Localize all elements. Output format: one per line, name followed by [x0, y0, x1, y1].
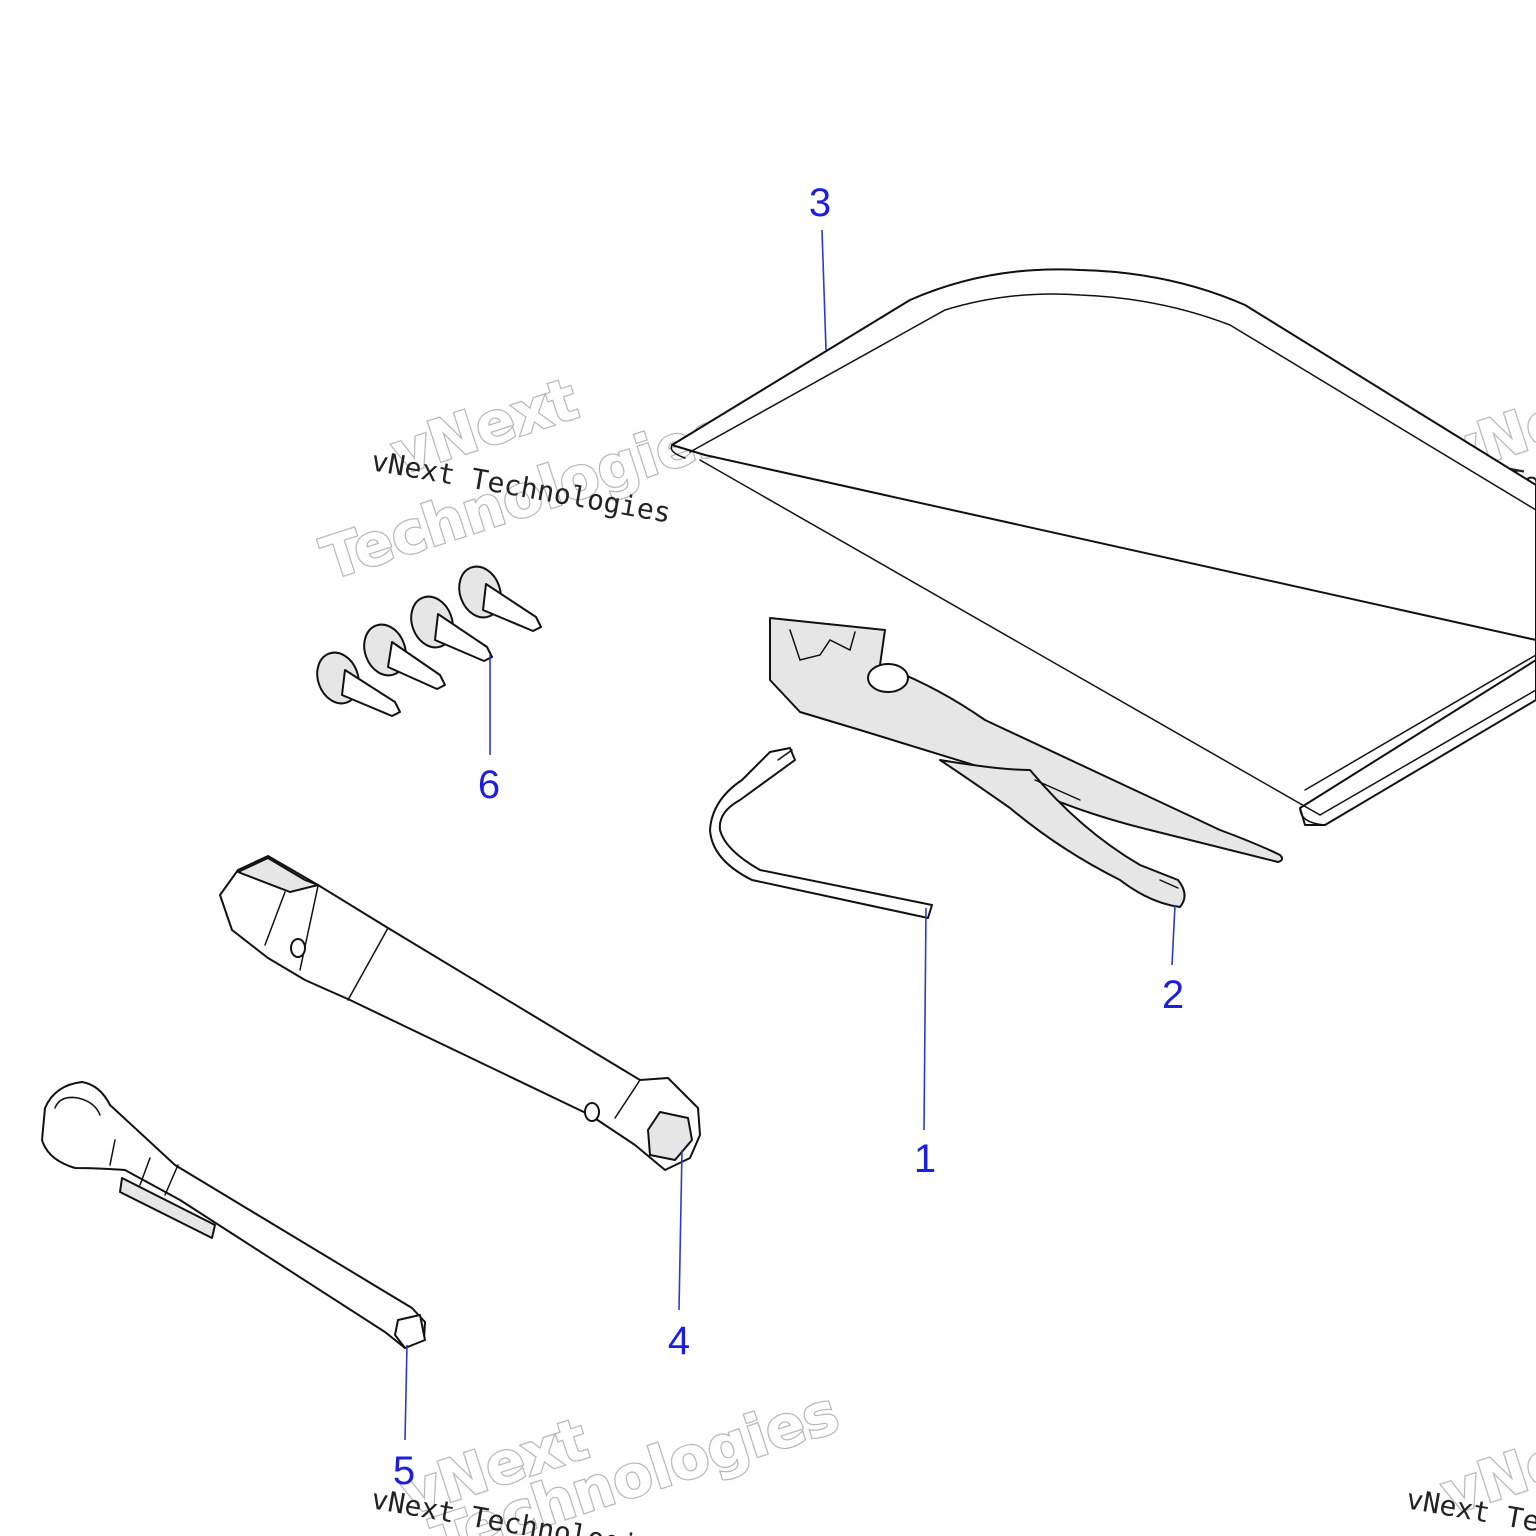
watermark-group-top-left: vNext Technologies vNext Technologies	[312, 363, 738, 594]
callout-6: 6	[478, 763, 500, 807]
callout-2: 2	[1162, 973, 1184, 1017]
part-6-push-rivets	[316, 565, 542, 717]
watermark-group-bottom-right: vNext vNext Technologies	[1404, 1403, 1536, 1536]
part-2-pliers	[769, 617, 1284, 908]
part-1-hex-key	[709, 747, 933, 919]
leader-line-3	[821, 229, 827, 351]
rivet	[458, 565, 542, 632]
leader-lines	[404, 229, 1176, 1441]
leader-line-1	[923, 907, 927, 1131]
callout-labels: 1 2 3 4 5 6	[393, 181, 1184, 1493]
watermark-group-bottom-left: vNext Technologies vNext Technologies	[369, 1377, 848, 1536]
rivet	[316, 651, 401, 717]
rivet	[363, 623, 446, 690]
callout-4: 4	[668, 1319, 690, 1363]
callout-5: 5	[393, 1449, 415, 1493]
callout-3: 3	[809, 181, 831, 225]
leader-line-2	[1171, 904, 1176, 966]
leader-line-4	[678, 1149, 683, 1311]
part-3-tool-bag	[670, 268, 1536, 826]
rivet	[410, 595, 493, 662]
callout-1: 1	[914, 1137, 936, 1181]
part-4-socket-wrench	[219, 855, 701, 1171]
leader-line-5	[404, 1344, 408, 1441]
part-5-handle	[41, 1081, 426, 1349]
